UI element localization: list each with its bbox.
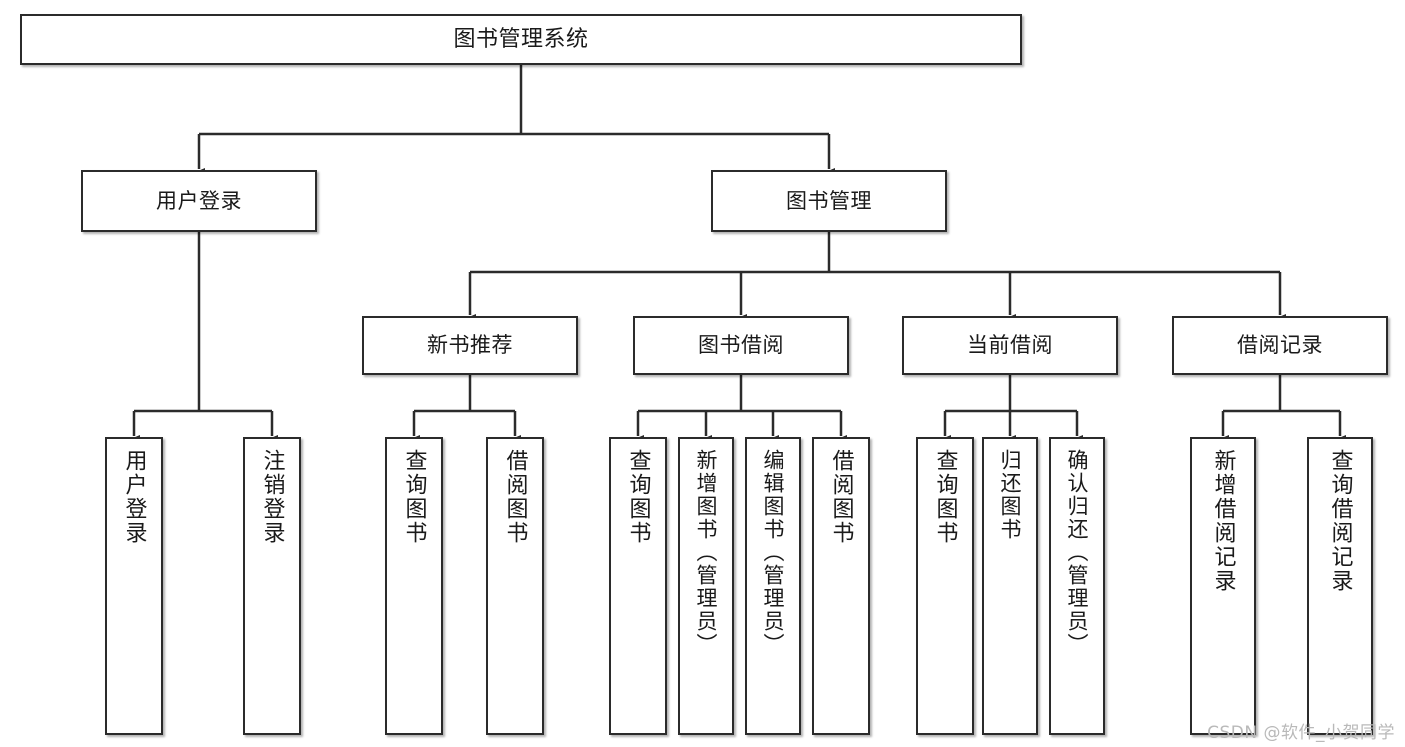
node-label: 借阅记录 bbox=[1237, 333, 1323, 358]
node-label: 借阅图书 bbox=[828, 449, 854, 545]
node-borrow[interactable]: 图书借阅 bbox=[633, 316, 849, 375]
node-label: 注销登录 bbox=[259, 449, 285, 545]
node-leaf-cur-3[interactable]: 确认归还（管理员） bbox=[1049, 437, 1105, 735]
node-leaf-bor-1[interactable]: 查询图书 bbox=[609, 437, 667, 735]
node-label: 用户登录 bbox=[156, 188, 242, 213]
node-label: 新增借阅记录 bbox=[1210, 449, 1236, 593]
node-label: 查询图书 bbox=[932, 449, 958, 545]
node-leaf-cur-1[interactable]: 查询图书 bbox=[916, 437, 974, 735]
watermark-text: CSDN @软件_小贺同学 bbox=[1207, 723, 1395, 743]
node-leaf-login-2[interactable]: 注销登录 bbox=[243, 437, 301, 735]
node-label: 新增图书（管理员） bbox=[694, 449, 719, 656]
node-leaf-bor-2[interactable]: 新增图书（管理员） bbox=[678, 437, 734, 735]
node-label: 编辑图书（管理员） bbox=[761, 449, 786, 656]
node-label: 用户登录 bbox=[121, 449, 147, 545]
node-label: 查询图书 bbox=[401, 449, 427, 545]
node-leaf-cur-2[interactable]: 归还图书 bbox=[982, 437, 1038, 735]
node-leaf-rec-2[interactable]: 查询借阅记录 bbox=[1307, 437, 1373, 735]
node-label: 新书推荐 bbox=[427, 333, 513, 358]
node-records[interactable]: 借阅记录 bbox=[1172, 316, 1388, 375]
node-label: 借阅图书 bbox=[502, 449, 528, 545]
node-leaf-new-1[interactable]: 查询图书 bbox=[385, 437, 443, 735]
node-label: 查询借阅记录 bbox=[1327, 449, 1353, 593]
node-root[interactable]: 图书管理系统 bbox=[20, 14, 1022, 65]
node-leaf-rec-1[interactable]: 新增借阅记录 bbox=[1190, 437, 1256, 735]
node-label: 确认归还（管理员） bbox=[1065, 449, 1090, 656]
node-label: 查询图书 bbox=[625, 449, 651, 545]
node-leaf-bor-4[interactable]: 借阅图书 bbox=[812, 437, 870, 735]
node-current[interactable]: 当前借阅 bbox=[902, 316, 1118, 375]
node-bookmgmt[interactable]: 图书管理 bbox=[711, 170, 947, 232]
node-label: 图书管理 bbox=[786, 188, 872, 213]
node-leaf-bor-3[interactable]: 编辑图书（管理员） bbox=[745, 437, 801, 735]
edge-group bbox=[128, 65, 1346, 445]
node-newbook[interactable]: 新书推荐 bbox=[362, 316, 578, 375]
node-leaf-new-2[interactable]: 借阅图书 bbox=[486, 437, 544, 735]
node-login[interactable]: 用户登录 bbox=[81, 170, 317, 232]
node-label: 图书管理系统 bbox=[453, 26, 589, 52]
node-leaf-login-1[interactable]: 用户登录 bbox=[105, 437, 163, 735]
node-label: 归还图书 bbox=[998, 449, 1023, 541]
node-label: 图书借阅 bbox=[698, 333, 784, 358]
node-label: 当前借阅 bbox=[967, 333, 1053, 358]
